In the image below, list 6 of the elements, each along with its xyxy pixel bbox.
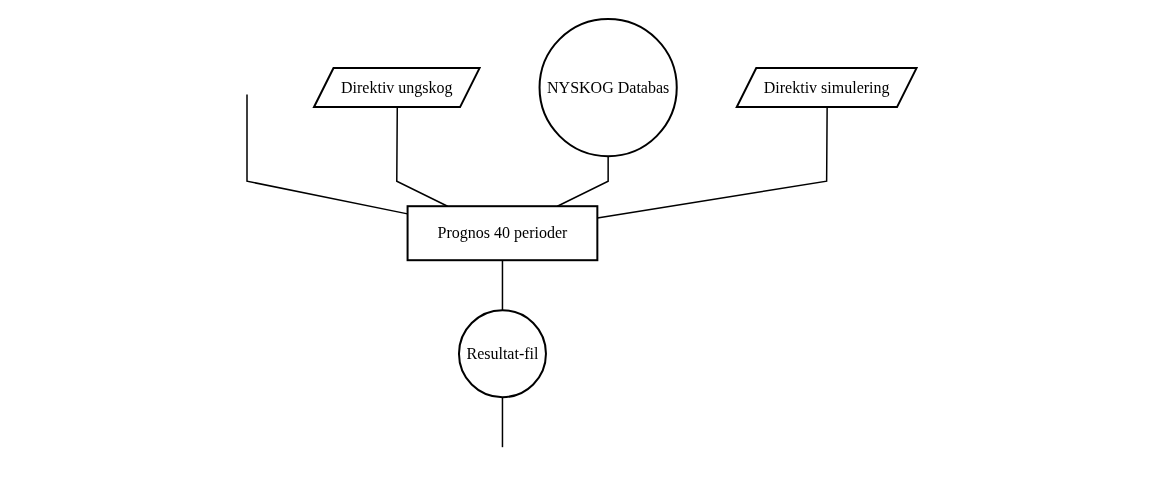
connector	[556, 155, 610, 207]
connector	[501, 259, 504, 311]
node-circle: Resultat-fil	[458, 309, 548, 399]
node-box: Prognos 40 perioder	[406, 205, 599, 262]
node-circle: NYSKOG Databas	[538, 17, 678, 158]
connector	[501, 396, 504, 448]
